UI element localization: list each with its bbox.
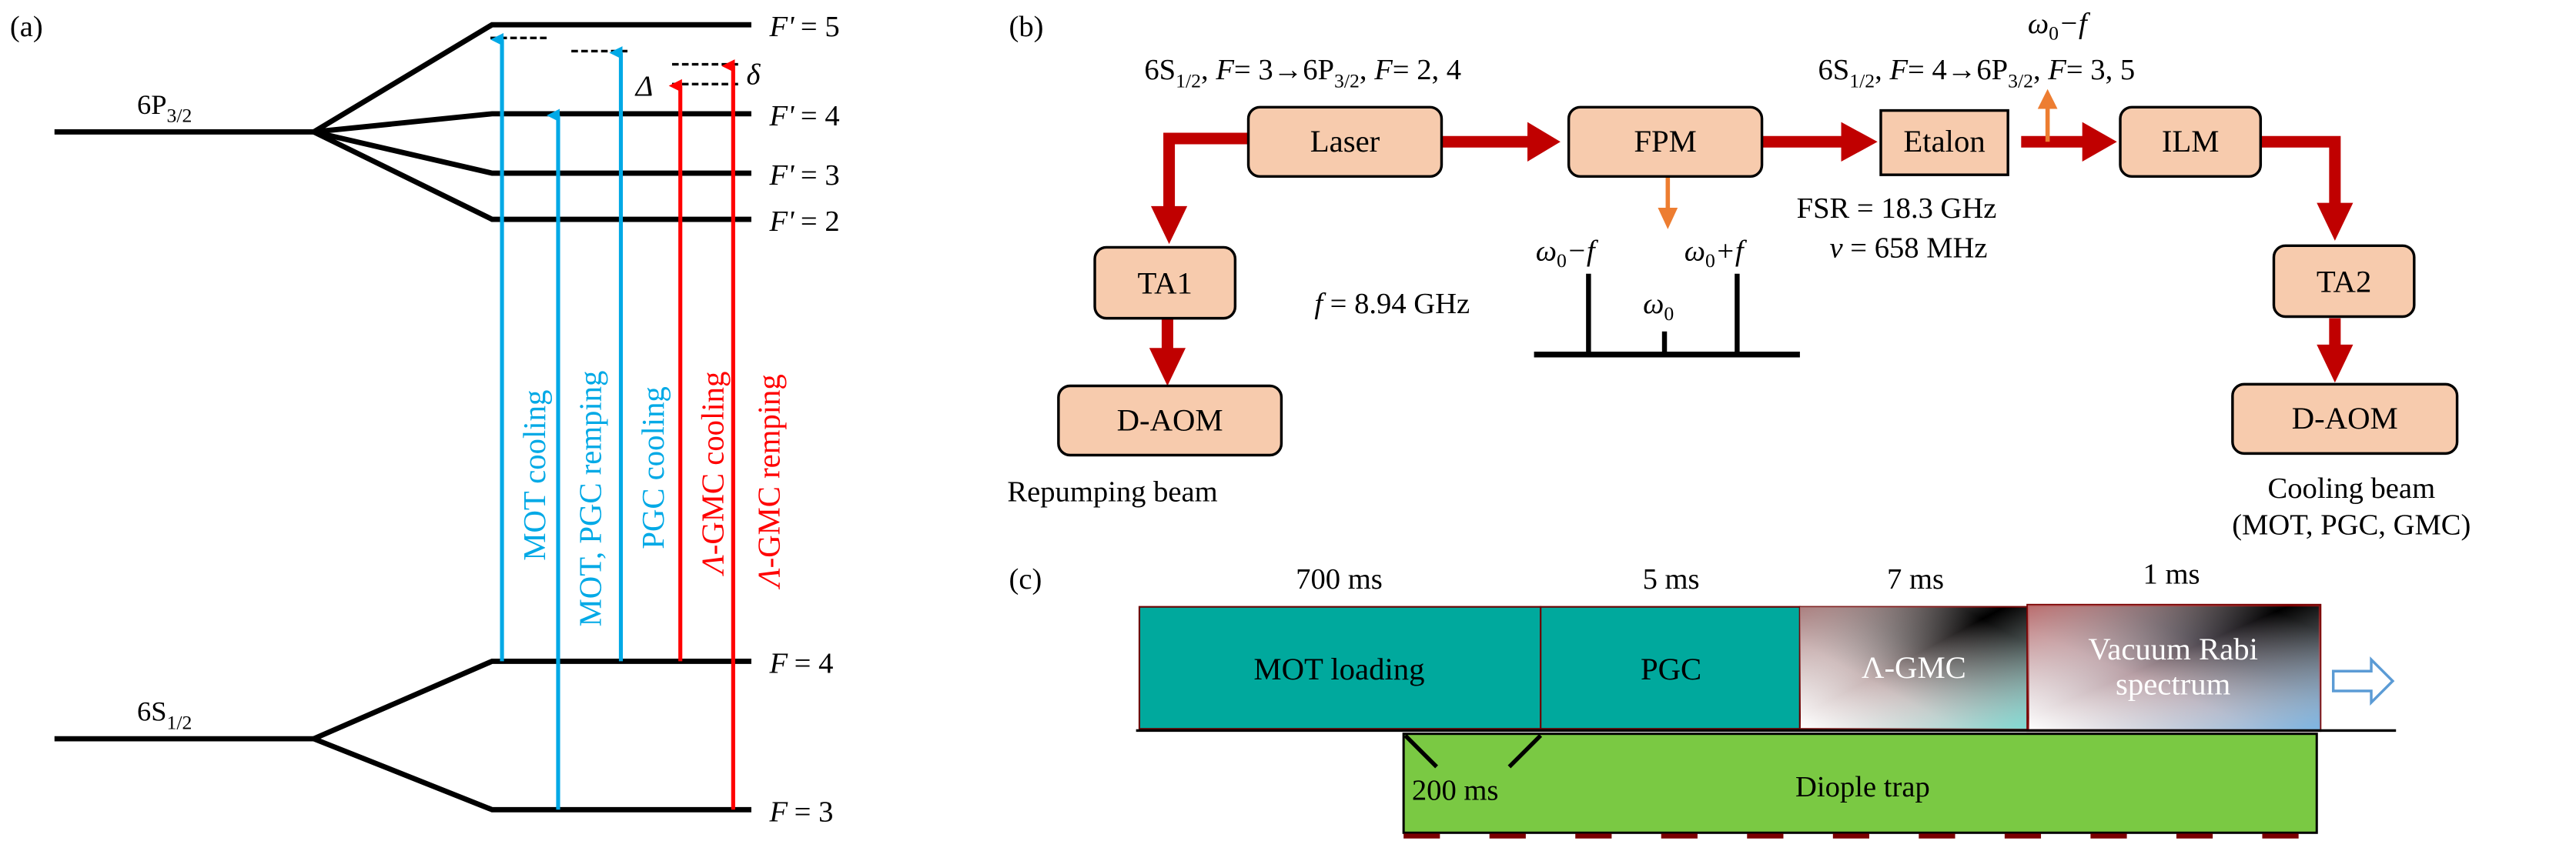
stage-mot-loading: MOT loading xyxy=(1138,606,1542,730)
block-laser-label: Laser xyxy=(1310,124,1380,159)
block-ilm-label: ILM xyxy=(2162,124,2220,159)
etalon-output-label: ω0−f xyxy=(2028,8,2091,45)
stage-gmc-label: Λ-GMC xyxy=(1862,650,1966,685)
duration-gmc: 7 ms xyxy=(1887,563,1944,596)
panel-b: (b) 6S1/2, F= 3→6P3/2, F= 2, 4 6S1/2, F=… xyxy=(1007,8,2471,541)
block-laser: Laser xyxy=(1246,105,1444,179)
stage-gmc: Λ-GMC xyxy=(1798,606,2029,730)
block-ilm: ILM xyxy=(2119,105,2263,179)
duration-pgc: 5 ms xyxy=(1643,563,1700,596)
block-fpm-label: FPM xyxy=(1634,124,1697,159)
duration-mot: 700 ms xyxy=(1296,563,1383,596)
block-ta2-label: TA2 xyxy=(2317,264,2371,299)
left-transition-label: 6S1/2, F= 3→6P3/2, F= 2, 4 xyxy=(1144,54,1461,92)
next-step-arrow-icon xyxy=(2331,656,2395,706)
overlap-duration: 200 ms xyxy=(1412,774,1499,806)
modulation-frequency-label: f = 8.94 GHz xyxy=(1314,288,1470,320)
detuning-delta-big: Δ xyxy=(634,70,654,102)
beam-arrowhead-ta1 xyxy=(1150,205,1188,245)
etalon-fsr: FSR = 18.3 GHz xyxy=(1797,192,1997,225)
stage-vacuum-rabi: Vacuum Rabi spectrum xyxy=(2026,603,2322,733)
label-gmc-repumping: Λ-GMC remping xyxy=(751,374,786,590)
level-label-fp4: F'= 4 xyxy=(769,100,840,132)
level-label-fp5: F'= 5 xyxy=(769,11,840,43)
lower-level-labels: F= 4 F= 3 xyxy=(769,647,834,828)
detuning-delta-small: δ xyxy=(746,58,761,91)
block-daom-left: D-AOM xyxy=(1057,384,1283,457)
duration-vacuum-rabi: 1 ms xyxy=(2143,559,2200,591)
cooling-caption-line1: Cooling beam xyxy=(2267,472,2435,505)
level-label-f3: F= 3 xyxy=(769,796,834,828)
upper-state-label: 6P3/2 xyxy=(137,89,192,127)
level-label-fp2: F'= 2 xyxy=(769,205,840,238)
lower-fine-level: 6S1/2 xyxy=(54,658,751,813)
lower-state-label: 6S1/2 xyxy=(137,696,192,734)
block-daom-right: D-AOM xyxy=(2231,382,2459,456)
overlap-bracket-left xyxy=(1403,733,1438,769)
sideband-plus-label: ω0+f xyxy=(1684,235,1748,272)
level-label-f4: F= 4 xyxy=(769,647,834,679)
upper-level-labels: F'= 5 F'= 4 F'= 3 F'= 2 xyxy=(769,11,840,238)
label-pgc-cooling: PGC cooling xyxy=(636,386,671,549)
etalon-linewidth: ν = 658 MHz xyxy=(1830,232,1988,264)
beam-arrowhead-fpm xyxy=(1527,122,1561,162)
dipole-trap-label: Diople trap xyxy=(1795,771,1930,803)
repumping-caption: Repumping beam xyxy=(1007,476,1217,509)
block-ta1: TA1 xyxy=(1093,245,1237,320)
beam-arrowhead-daom-left xyxy=(1149,348,1186,386)
panel-b-label: (b) xyxy=(1009,11,1044,43)
beam-arrowhead-etalon xyxy=(1841,122,1878,162)
level-label-fp3: F'= 3 xyxy=(769,159,840,192)
block-daom-right-label: D-AOM xyxy=(2292,401,2398,436)
pickoff-fpm-arrowhead xyxy=(1658,208,1678,229)
beam-laser-to-ta1 xyxy=(1163,132,1249,215)
upper-fine-level: 6P3/2 xyxy=(54,22,751,222)
overlap-bracket-right xyxy=(1507,733,1543,769)
block-ta2: TA2 xyxy=(2272,244,2416,319)
pickoff-etalon-arrowhead xyxy=(2037,88,2058,109)
label-mot-pgc-repumping: MOT, PGC remping xyxy=(574,371,608,627)
stage-vacuum-rabi-label-2: spectrum xyxy=(2116,666,2231,701)
sideband-minus-label: ω0−f xyxy=(1536,235,1599,272)
block-ta1-label: TA1 xyxy=(1137,265,1192,300)
panel-a-label: (a) xyxy=(10,11,43,43)
block-etalon: Etalon xyxy=(1879,108,2009,176)
block-fpm: FPM xyxy=(1567,105,1764,179)
cooling-caption-line2: (MOT, PGC, GMC) xyxy=(2232,509,2471,541)
panel-c: (c) 700 ms 5 ms 7 ms 1 ms Diople trap 20… xyxy=(1009,559,2397,839)
stage-pgc-label: PGC xyxy=(1641,652,1701,686)
label-gmc-cooling: Λ-GMC cooling xyxy=(695,372,730,577)
label-mot-cooling: MOT cooling xyxy=(517,390,552,561)
stage-vacuum-rabi-label-1: Vacuum Rabi xyxy=(2088,632,2258,666)
beam-ilm-to-ta2 xyxy=(2260,135,2341,212)
stage-dipole-trap: Diople trap 200 ms xyxy=(1402,733,2318,839)
beam-arrowhead-ilm xyxy=(2082,122,2117,162)
beam-arrowhead-ta2 xyxy=(2317,202,2354,241)
stage-pgc: PGC xyxy=(1540,606,1801,730)
block-etalon-label: Etalon xyxy=(1903,124,1985,159)
block-daom-left-label: D-AOM xyxy=(1117,402,1223,437)
right-transition-label: 6S1/2, F= 4→6P3/2, F= 3, 5 xyxy=(1818,54,2136,92)
stage-mot-loading-label: MOT loading xyxy=(1253,652,1424,686)
carrier-label: ω0 xyxy=(1643,288,1674,325)
panel-c-label: (c) xyxy=(1009,563,1042,596)
beam-arrowhead-daom-right xyxy=(2317,344,2354,383)
panel-a: (a) 6P3/2 F'= 5 F'= 4 F'= 3 F'= 2 6S1/2 xyxy=(10,11,840,828)
sideband-spectrum: ω0−f ω0+f ω0 f = 8.94 GHz xyxy=(1314,235,1800,358)
